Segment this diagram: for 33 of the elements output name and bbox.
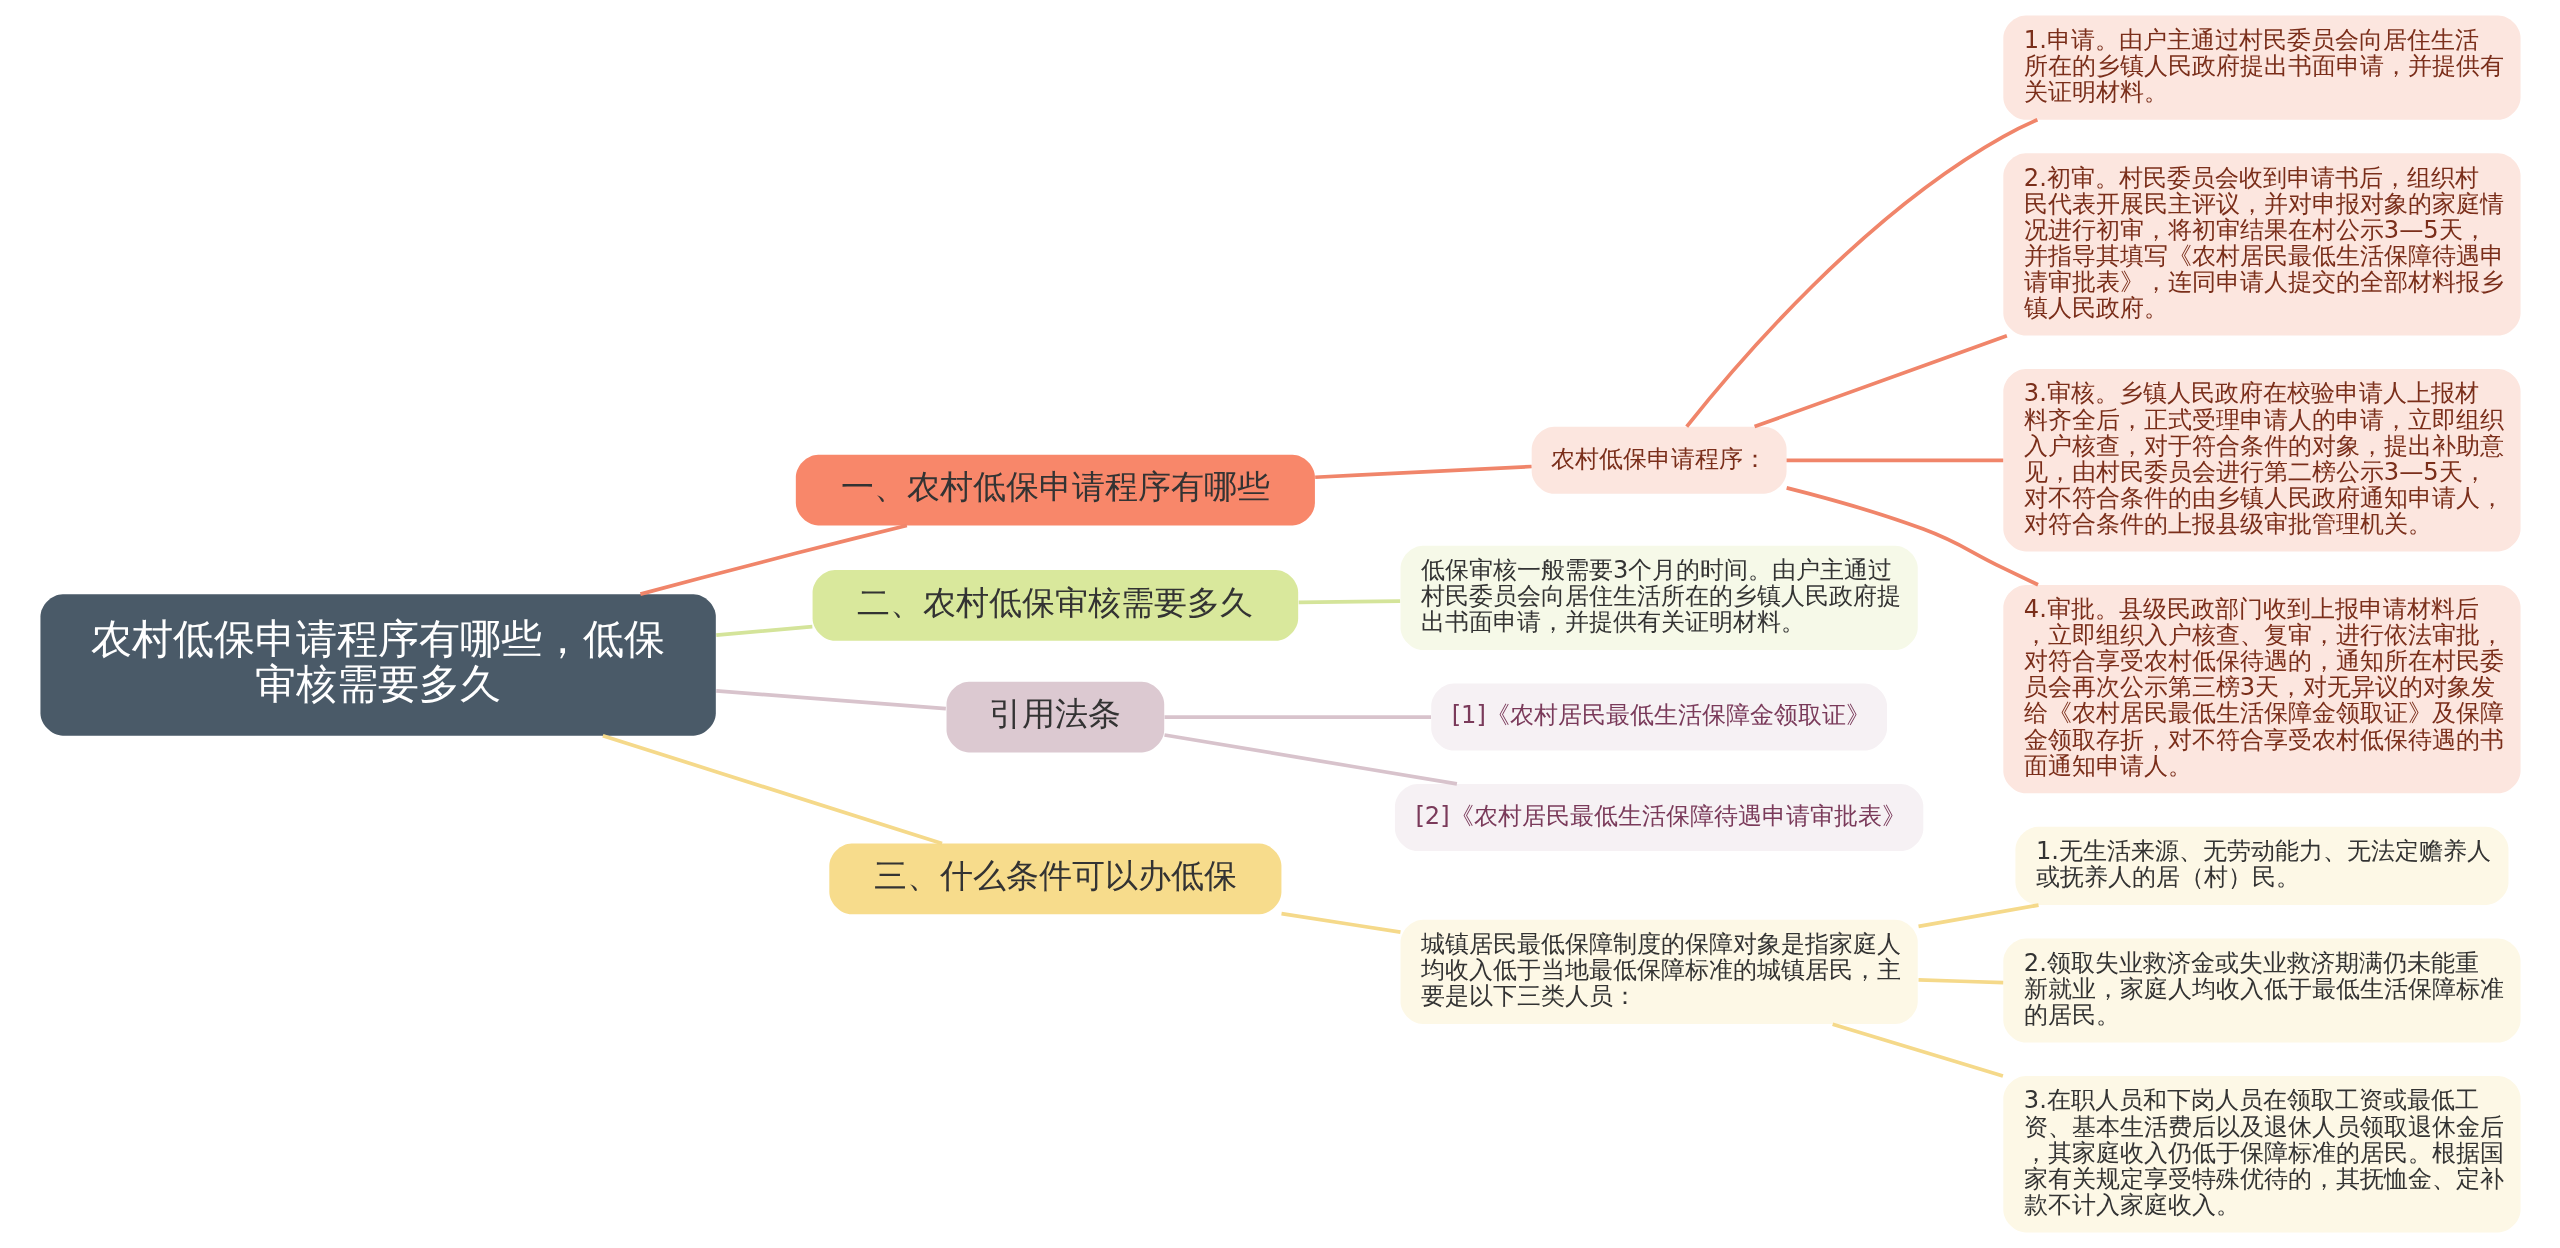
connector [715, 689, 946, 711]
connector [1786, 458, 2003, 463]
connector [1918, 978, 2003, 985]
connector [1163, 733, 1457, 786]
node-box: 3.在职人员和下岗人员在领取工资或最低工资、基本生活费后以及退休人员领取退休金后，其家庭收入仍低于保障标准的居民。根据国家有关规定享受特殊优待的，其抚恤金、定补款不计入家庭收入。 [2002, 1076, 2521, 1233]
connector [1753, 333, 2007, 429]
connector [1314, 464, 1532, 480]
node-box: 低保审核一般需要3个月的时间。由户主通过村民委员会向居住生活所在的乡镇人民政府提出书面申请，并提供有关证明材料。 [1400, 545, 1918, 651]
connector [1785, 486, 2039, 587]
connector [1831, 1022, 2003, 1078]
node-box: 一、农村低保申请程序有哪些 [795, 454, 1315, 526]
node-box: 2.初审。村民委员会收到申请书后，组织村民代表开展民主评议，并对申报对象的家庭情况进行初审，将初审结果在村公示3—5天，并指导其填写《农村居民最低生活保障待遇申请审批表》，连同申请人提交的全部材料报乡镇人民政府。 [2002, 153, 2521, 336]
connector [601, 733, 943, 846]
node-box: [1]《农村居民最低生活保障金领取证》 [1430, 683, 1887, 751]
connector [1917, 903, 2039, 929]
node-box: 1.无生活来源、无劳动能力、无法定赡养人或抚养人的居（村）民。 [2014, 826, 2508, 905]
node-box: 三、什么条件可以办低保 [828, 843, 1281, 915]
connector [639, 523, 907, 596]
connector [715, 624, 812, 638]
node-box: 城镇居民最低保障制度的保障对象是指家庭人均收入低于当地最低保障标准的城镇居民，主要是以下三类人员： [1400, 919, 1918, 1024]
node-box: [2]《农村居民最低生活保障待遇申请审批表》 [1394, 784, 1923, 851]
node-box: 农村低保申请程序有哪些，低保审核需要多久 [39, 594, 716, 736]
connector [1164, 715, 1431, 719]
node-box: 2.领取失业救济金或失业救济期满仍未能重新就业，家庭人均收入低于最低生活保障标准的居民。 [2002, 938, 2521, 1043]
node-box: 4.审批。县级民政部门收到上报申请材料后，立即组织入户核查、复审，进行依法审批，对符合享受农村低保待遇的，通知所在村民委员会再次公示第三榜3天，对无异议的对象发给《农村居民最低生活保障金领取证》及保障金领取存折，对不符合享受农村低保待遇的书面通知申请人。 [2002, 584, 2521, 794]
connector [1280, 911, 1401, 934]
node-box: 3.审核。乡镇人民政府在校验申请人上报材料齐全后，正式受理申请人的申请，立即组织入户核查，对于符合条件的对象，提出补助意见，由村民委员会进行第二榜公示3—5天，对不符合条件的由乡镇人民政府通知申请人，对符合条件的上报县级审批管理机关。 [2002, 369, 2521, 552]
node-box: 1.申请。由户主通过村民委员会向居住生活所在的乡镇人民政府提出书面申请，并提供有关证明材料。 [2002, 15, 2521, 120]
node-box: 农村低保申请程序： [1531, 426, 1787, 494]
node-box: 引用法条 [946, 681, 1164, 753]
connector [1684, 118, 2038, 428]
node-box: 二、农村低保审核需要多久 [812, 570, 1298, 641]
connector [1298, 599, 1400, 605]
